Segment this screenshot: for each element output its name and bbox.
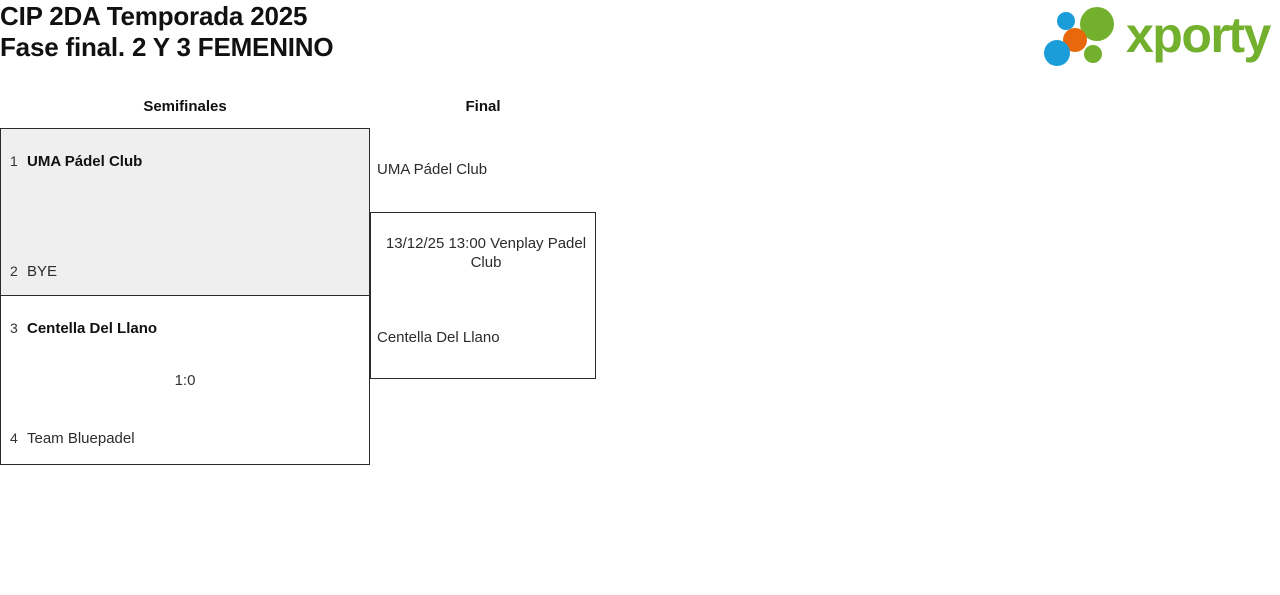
team-name: Centella Del Llano	[27, 319, 158, 337]
page-header: CIP 2DA Temporada 2025 Fase final. 2 Y 3…	[0, 0, 1280, 92]
team-name: BYE	[27, 262, 58, 280]
match-team-row[interactable]: 4 Team Bluepadel	[1, 427, 369, 449]
round-header-semifinales: Semifinales	[143, 98, 227, 115]
dot-blue-small-icon	[1057, 12, 1075, 30]
match-final[interactable]	[370, 212, 596, 379]
tournament-bracket: Semifinales Final 1 UMA Pádel Club 2 BYE…	[0, 92, 1280, 595]
round-header-final: Final	[465, 98, 501, 115]
final-team-bottom[interactable]: Centella Del Llano	[377, 329, 500, 346]
xporty-logo[interactable]: xporty	[1042, 4, 1274, 66]
dot-green-small-icon	[1084, 45, 1102, 63]
team-seed: 1	[10, 153, 18, 169]
match-team-row[interactable]: 3 Centella Del Llano	[1, 317, 369, 339]
page-title-line-2: Fase final. 2 Y 3 FEMENINO	[0, 31, 334, 62]
match-semifinal-1[interactable]: 1 UMA Pádel Club 2 BYE	[0, 128, 370, 298]
team-name: UMA Pádel Club	[27, 152, 143, 170]
dot-green-large-icon	[1080, 7, 1114, 41]
match-score: 1:0	[174, 372, 196, 389]
logo-wordmark: xporty	[1126, 7, 1271, 63]
match-team-row[interactable]: 1 UMA Pádel Club	[1, 150, 369, 172]
dot-blue-large-icon	[1044, 40, 1070, 66]
page-title: CIP 2DA Temporada 2025 Fase final. 2 Y 3…	[0, 0, 334, 62]
logo-dots-icon	[1044, 7, 1114, 66]
team-seed: 2	[10, 263, 18, 279]
team-seed: 4	[10, 430, 18, 446]
final-team-top[interactable]: UMA Pádel Club	[377, 161, 488, 178]
match-semifinal-2[interactable]: 3 Centella Del Llano 1:0 4 Team Bluepade…	[0, 295, 370, 465]
final-match-meta: 13/12/25 13:00 Venplay Padel Club	[385, 235, 587, 272]
page-title-line-1: CIP 2DA Temporada 2025	[0, 1, 308, 31]
match-team-row[interactable]: 2 BYE	[1, 260, 369, 282]
dot-orange-icon	[1063, 28, 1087, 52]
team-seed: 3	[10, 320, 18, 336]
team-name: Team Bluepadel	[27, 429, 135, 447]
